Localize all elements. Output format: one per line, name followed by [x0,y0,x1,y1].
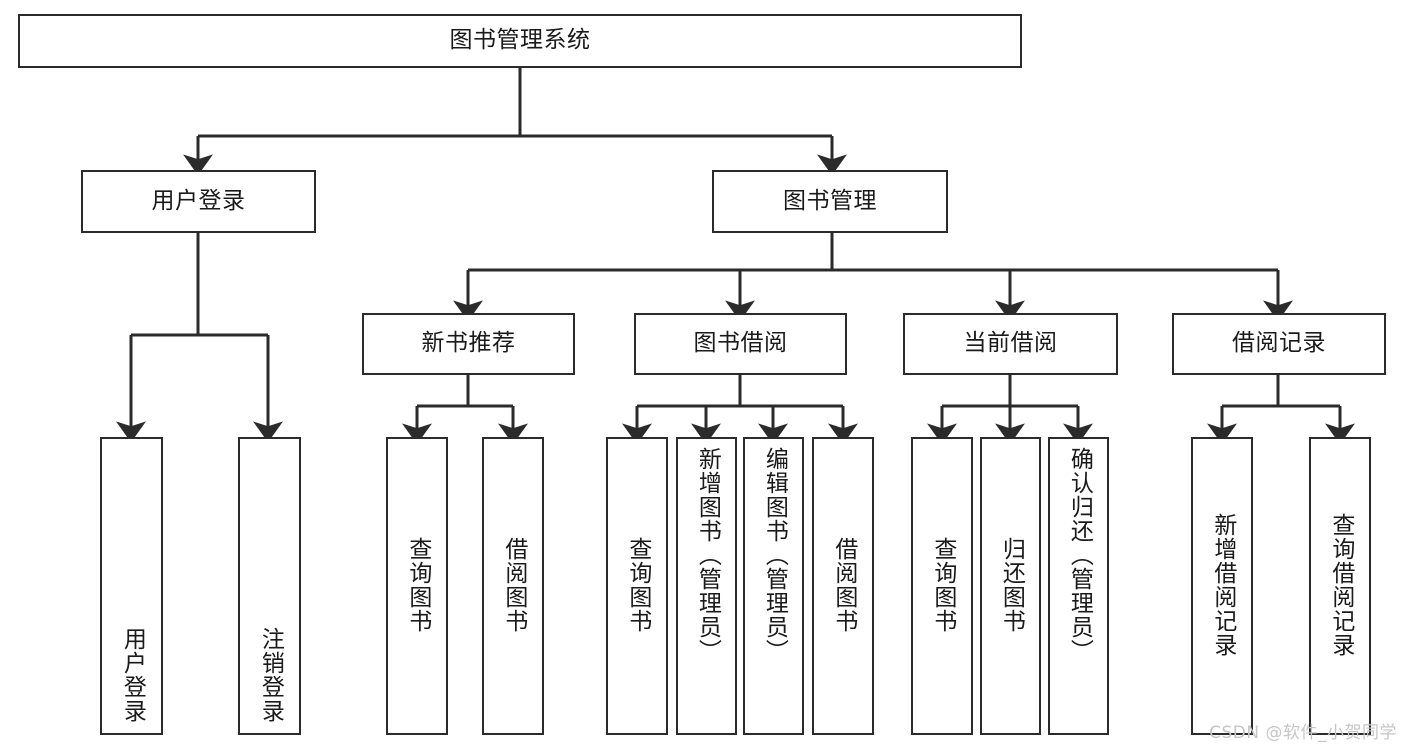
node-new-book-rec-label: 新书推荐 [421,330,516,357]
node-current-borrow-label: 当前借阅 [963,330,1058,357]
node-root-label: 图书管理系统 [449,27,591,54]
leaf-borrow-add-label: 新增图书（管理员） [694,447,721,663]
leaf-borrow-do-label: 借阅图书 [830,537,857,633]
leaf-record-add[interactable]: 新增借阅记录 [1191,437,1253,735]
node-book-manage[interactable]: 图书管理 [712,170,948,233]
leaf-user-logout-label: 注销登录 [257,627,284,723]
node-book-manage-label: 图书管理 [783,187,877,214]
leaf-rec-borrow[interactable]: 借阅图书 [482,437,544,735]
node-new-book-rec[interactable]: 新书推荐 [362,313,575,375]
leaf-record-query-label: 查询借阅记录 [1327,513,1354,657]
leaf-rec-query[interactable]: 查询图书 [386,437,448,735]
node-user-login-label: 用户登录 [151,187,246,214]
leaf-borrow-do[interactable]: 借阅图书 [812,437,874,735]
leaf-cur-return-label: 归还图书 [998,537,1025,633]
leaf-cur-query-label: 查询图书 [929,537,956,633]
node-user-login[interactable]: 用户登录 [81,170,316,233]
leaf-cur-confirm-label: 确认归还（管理员） [1066,447,1093,663]
node-book-borrow[interactable]: 图书借阅 [634,313,847,375]
node-borrow-record[interactable]: 借阅记录 [1172,313,1386,375]
leaf-record-query[interactable]: 查询借阅记录 [1309,437,1371,735]
leaf-user-logout[interactable]: 注销登录 [238,437,301,735]
leaf-rec-query-label: 查询图书 [404,537,431,633]
leaf-cur-confirm[interactable]: 确认归还（管理员） [1048,437,1109,735]
leaf-borrow-query[interactable]: 查询图书 [606,437,668,735]
node-book-borrow-label: 图书借阅 [693,330,788,357]
leaf-borrow-add[interactable]: 新增图书（管理员） [676,437,737,735]
leaf-borrow-query-label: 查询图书 [624,537,651,633]
leaf-user-login[interactable]: 用户登录 [100,437,163,735]
leaf-record-add-label: 新增借阅记录 [1209,513,1236,657]
leaf-cur-return[interactable]: 归还图书 [980,437,1041,735]
node-root[interactable]: 图书管理系统 [18,14,1022,68]
leaf-borrow-edit-label: 编辑图书（管理员） [761,447,788,663]
leaf-cur-query[interactable]: 查询图书 [911,437,973,735]
node-current-borrow[interactable]: 当前借阅 [903,313,1118,375]
csdn-watermark: CSDN @软件_小贺同学 [1209,723,1397,743]
leaf-rec-borrow-label: 借阅图书 [500,537,527,633]
node-borrow-record-label: 借阅记录 [1232,330,1326,357]
leaf-user-login-label: 用户登录 [119,627,146,723]
leaf-borrow-edit[interactable]: 编辑图书（管理员） [743,437,804,735]
